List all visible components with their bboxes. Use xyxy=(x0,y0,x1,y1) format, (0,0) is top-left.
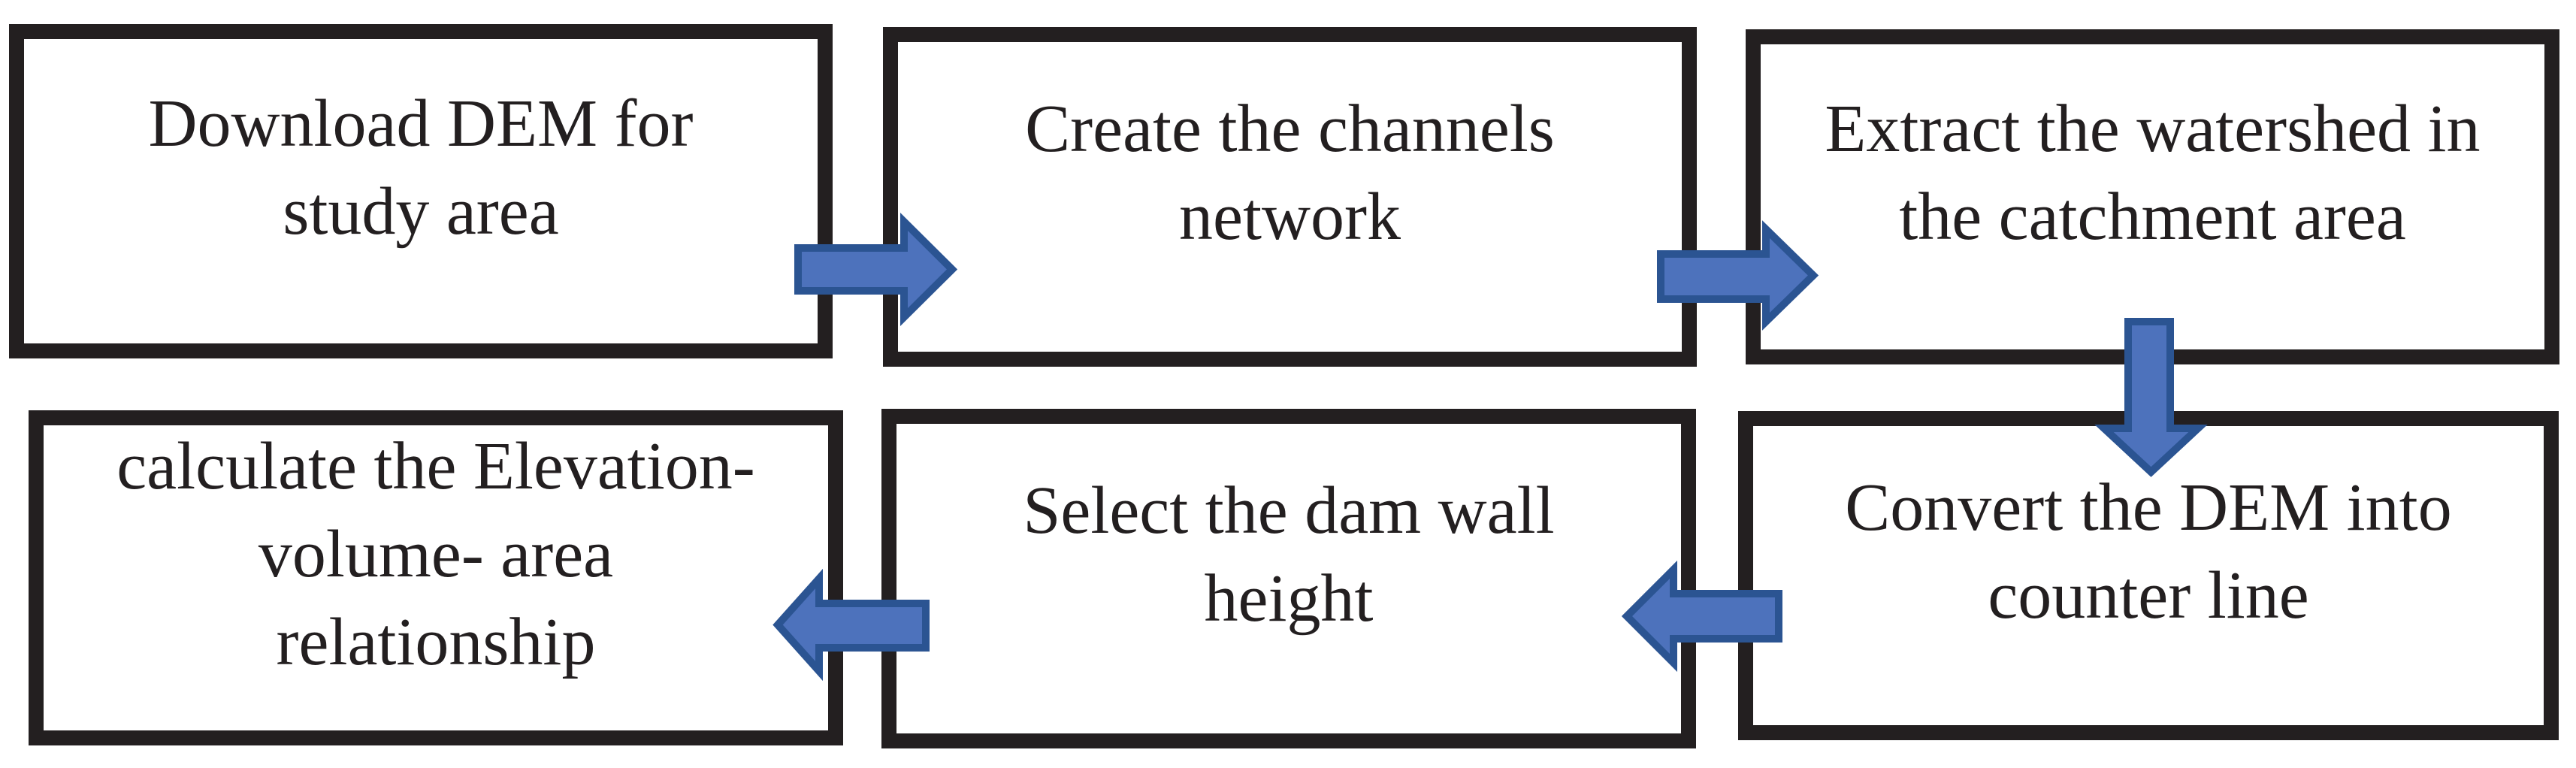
flow-box-create-channels-network: Create the channels network xyxy=(883,27,1697,367)
flow-box-extract-watershed: Extract the watershed in the catchment a… xyxy=(1746,29,2559,364)
down-arrow-icon xyxy=(2094,318,2208,477)
right-arrow-icon xyxy=(1657,220,1819,331)
left-arrow-icon xyxy=(772,568,930,682)
flow-box-elevation-volume-area: calculate the Elevation- volume- area re… xyxy=(29,410,843,745)
flow-box-download-dem: Download DEM for study area xyxy=(9,24,833,358)
flow-box-label: Select the dam wall height xyxy=(1023,473,1555,636)
flow-box-label: Download DEM for study area xyxy=(148,86,694,249)
flow-box-dam-wall-height: Select the dam wall height xyxy=(881,409,1696,748)
flow-box-label: Create the channels network xyxy=(1025,92,1555,254)
flow-box-label: Convert the DEM into counter line xyxy=(1845,470,2452,633)
left-arrow-icon xyxy=(1621,560,1782,673)
flow-box-label: calculate the Elevation- volume- area re… xyxy=(116,428,755,679)
flow-box-label: Extract the watershed in the catchment a… xyxy=(1825,92,2481,254)
right-arrow-icon xyxy=(794,212,958,327)
